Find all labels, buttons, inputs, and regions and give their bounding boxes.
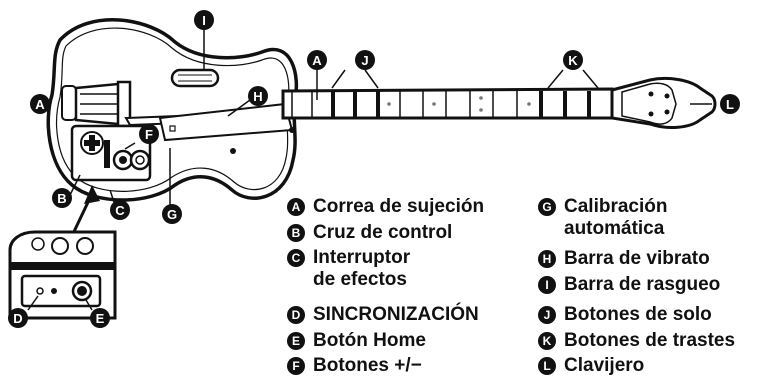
legend-label: Cruz de control bbox=[313, 222, 453, 243]
legend-label-continued: automática bbox=[564, 218, 665, 239]
fret-dot bbox=[432, 102, 436, 106]
legend-letter-badge: E bbox=[287, 332, 305, 350]
legend-item-l: L Clavijero bbox=[538, 355, 644, 377]
legend-letter-badge: G bbox=[538, 198, 556, 216]
callout-letter: A bbox=[312, 53, 322, 68]
callout-e: E bbox=[90, 308, 110, 328]
legend-item-e: E Botón Home bbox=[287, 330, 426, 352]
legend-item-b: B Cruz de control bbox=[287, 222, 452, 244]
legend-letter-badge: A bbox=[287, 198, 305, 216]
fret-dot bbox=[479, 96, 483, 100]
legend-item-i: I Barra de rasgueo bbox=[538, 274, 720, 296]
legend-label: Clavijero bbox=[564, 355, 645, 376]
callout-i: I bbox=[194, 10, 214, 30]
legend-label: Calibración bbox=[564, 196, 668, 217]
legend-letter-badge: C bbox=[287, 249, 305, 267]
callout-letter: B bbox=[57, 191, 66, 206]
legend-label: Interruptor bbox=[313, 247, 411, 268]
callout-c: C bbox=[110, 200, 130, 220]
headstock bbox=[610, 76, 717, 129]
callout-d: D bbox=[8, 308, 28, 328]
callout-j: J bbox=[355, 50, 375, 70]
legend-letter-badge: B bbox=[287, 224, 305, 242]
zoom-inset bbox=[8, 230, 117, 320]
callout-letter: A bbox=[35, 97, 45, 112]
fret-dots bbox=[387, 96, 531, 112]
callout-a-neck: A bbox=[307, 50, 327, 70]
strum-bar bbox=[170, 68, 220, 88]
legend-letter-badge: L bbox=[538, 357, 556, 375]
callout-l: L bbox=[720, 94, 740, 114]
callout-letter: G bbox=[167, 207, 177, 222]
effects-switch bbox=[104, 140, 110, 168]
legend-label: Botones +/− bbox=[313, 355, 422, 376]
legend-label-continued: de efectos bbox=[313, 269, 407, 290]
legend-letter-badge: J bbox=[538, 306, 556, 324]
dpad-icon bbox=[80, 131, 104, 155]
legend-label: Barra de vibrato bbox=[564, 248, 710, 269]
callout-a-left: A bbox=[30, 94, 50, 114]
fret-lines bbox=[291, 91, 591, 118]
callout-h: H bbox=[248, 86, 268, 106]
legend-label: SINCRONIZACIÓN bbox=[313, 304, 479, 325]
callout-letter: J bbox=[361, 53, 368, 68]
callout-letter: C bbox=[115, 203, 125, 218]
callout-letter: I bbox=[202, 13, 206, 28]
legend-item-j: J Botones de solo bbox=[538, 304, 712, 326]
callout-letter: F bbox=[145, 127, 153, 142]
callout-letter: K bbox=[568, 53, 578, 68]
fret-dot bbox=[479, 108, 483, 112]
legend-item-f: F Botones +/− bbox=[287, 355, 422, 377]
callout-letter: D bbox=[13, 311, 22, 326]
leader-lines bbox=[69, 30, 599, 206]
callout-f: F bbox=[139, 124, 159, 144]
callout-g: G bbox=[162, 204, 182, 224]
tailpiece bbox=[61, 85, 77, 121]
callout-letter: L bbox=[726, 97, 734, 112]
callout-k: K bbox=[563, 50, 583, 70]
sync-button bbox=[36, 287, 44, 295]
callout-letter: H bbox=[253, 89, 262, 104]
legend-letter-badge: K bbox=[538, 332, 556, 350]
body-binding bbox=[56, 27, 290, 192]
legend-item-d: D SINCRONIZACIÓN bbox=[287, 304, 479, 326]
legend-letter-badge: D bbox=[287, 306, 305, 324]
legend-label: Barra de rasgueo bbox=[564, 274, 721, 295]
callout-b: B bbox=[52, 188, 72, 208]
legend-item-h: H Barra de vibrato bbox=[538, 248, 710, 270]
legend-letter-badge: F bbox=[287, 357, 305, 375]
fret-dot bbox=[527, 102, 531, 106]
legend-item-k: K Botones de trastes bbox=[538, 330, 735, 352]
callout-letter: E bbox=[96, 311, 105, 326]
legend-label: Botón Home bbox=[313, 330, 426, 351]
legend-label: Botones de solo bbox=[564, 304, 712, 325]
fret-dot bbox=[387, 102, 391, 106]
legend-letter-badge: I bbox=[538, 276, 556, 294]
legend-label: Correa de sujeción bbox=[313, 196, 485, 217]
legend-item-a: A Correa de sujeción bbox=[287, 196, 484, 218]
auto-calibration-sensor bbox=[169, 125, 176, 132]
legend-letter-badge: H bbox=[538, 250, 556, 268]
legend-label: Botones de trastes bbox=[564, 330, 736, 351]
